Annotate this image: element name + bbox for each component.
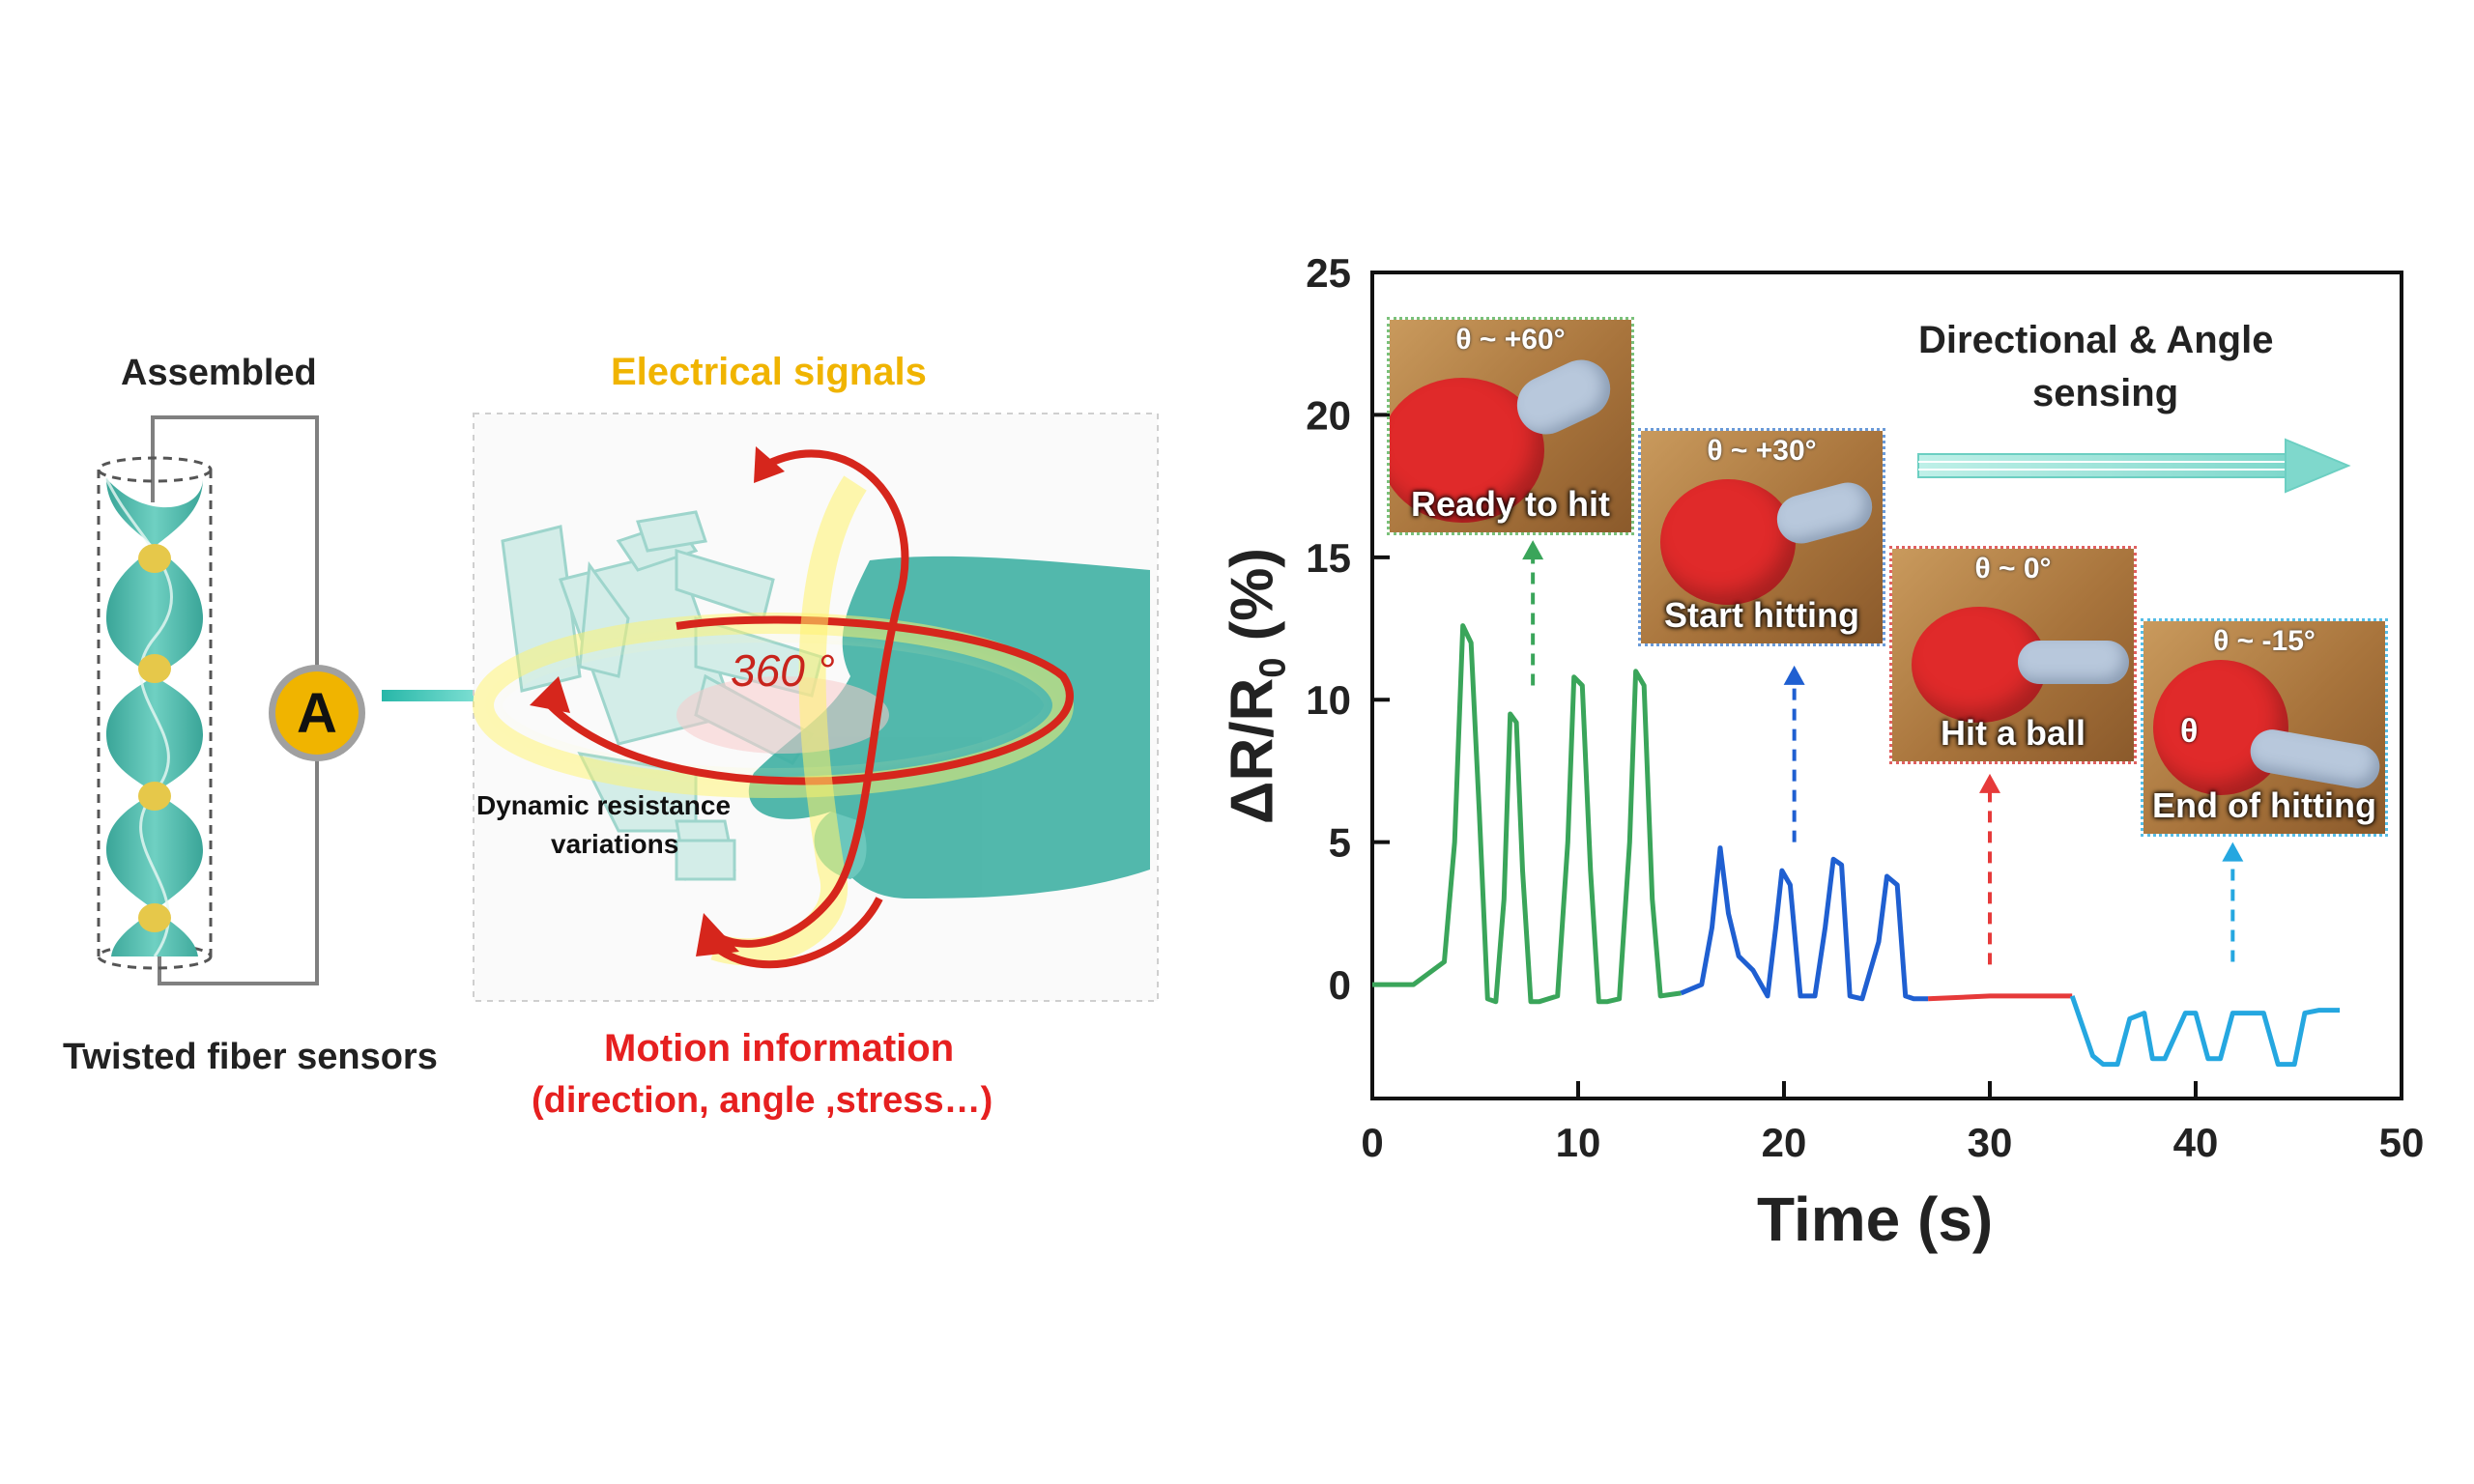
x-tick-label: 40 (2173, 1120, 2219, 1165)
twisted-fiber-label: Twisted fiber sensors (63, 1037, 438, 1077)
arrowhead-icon (1522, 540, 1544, 560)
photo-start-hitting: θ ~ +30° Start hitting (1638, 428, 1885, 646)
photo-caption: Ready to hit (1410, 484, 1610, 524)
ammeter-label: A (297, 682, 337, 745)
y-tick-label: 0 (1329, 962, 1351, 1008)
motion-detail-label: (direction, angle ,stress…) (532, 1080, 993, 1121)
motion-info-label: Motion information (604, 1027, 955, 1070)
photo-hit-a-ball: θ ~ 0° Hit a ball (1889, 546, 2137, 764)
y-tick-label: 25 (1306, 250, 1351, 296)
photo-ready-to-hit: θ ~ +60° Ready to hit (1387, 317, 1634, 535)
x-tick-label: 30 (1968, 1120, 2013, 1165)
photo-end-of-hitting: θ ~ -15° θ End of hitting (2141, 618, 2388, 837)
trend-arrow (1917, 438, 2351, 494)
x-tick-label: 50 (2379, 1120, 2425, 1165)
arrowhead-icon (2222, 842, 2244, 862)
rotation-arrows (464, 449, 1082, 969)
photo-angle: θ ~ +60° (1455, 324, 1566, 356)
chart-title-line1: Directional & Angle (1918, 319, 2274, 361)
chart-title-line2: sensing (2032, 372, 2179, 414)
x-axis-label: Time (s) (1757, 1184, 1994, 1254)
x-tick-label: 10 (1556, 1120, 1601, 1165)
series-line-4 (2069, 995, 2341, 1068)
arrowhead-icon (1783, 665, 1805, 685)
y-tick-label: 5 (1329, 820, 1351, 866)
photo-angle: θ ~ +30° (1707, 435, 1817, 467)
x-tick-label: 0 (1361, 1120, 1383, 1165)
photo-caption: Hit a ball (1940, 713, 2086, 753)
photo-angle: θ ~ 0° (1974, 553, 2052, 585)
y-axis-label: ΔR/R0 (%) (1219, 547, 1294, 825)
rotation-label: 360 ° (731, 645, 835, 696)
y-tick-label: 10 (1306, 677, 1351, 723)
arrowhead-icon (696, 913, 739, 956)
contact-dot (138, 654, 171, 683)
electrical-signals-label: Electrical signals (611, 351, 927, 393)
dynamic-label-1: Dynamic resistance (476, 790, 732, 820)
photo-caption: Start hitting (1664, 595, 1859, 635)
twisted-fiber (104, 477, 203, 957)
contact-dot (138, 782, 171, 811)
assembled-label: Assembled (121, 353, 317, 393)
photo-angle: θ ~ -15° (2213, 625, 2316, 657)
arrowhead-icon (754, 446, 785, 483)
series-line-1 (1372, 623, 1682, 1005)
dynamic-label-2: variations (551, 829, 679, 859)
y-tick-label: 15 (1306, 535, 1351, 581)
contact-dot (138, 903, 171, 932)
arrowhead-icon (530, 676, 570, 713)
y-tick-label: 20 (1306, 392, 1351, 438)
ammeter: A (269, 665, 365, 761)
x-tick-label: 20 (1762, 1120, 1807, 1165)
series-line-3 (1927, 993, 2073, 1002)
arrowhead-icon (1979, 773, 2000, 793)
theta-marker: θ (2180, 713, 2199, 750)
series-line-2 (1680, 845, 1929, 1002)
contact-dot (138, 544, 171, 573)
photo-caption: End of hitting (2152, 785, 2376, 825)
left-schematic: A (97, 413, 1159, 1002)
